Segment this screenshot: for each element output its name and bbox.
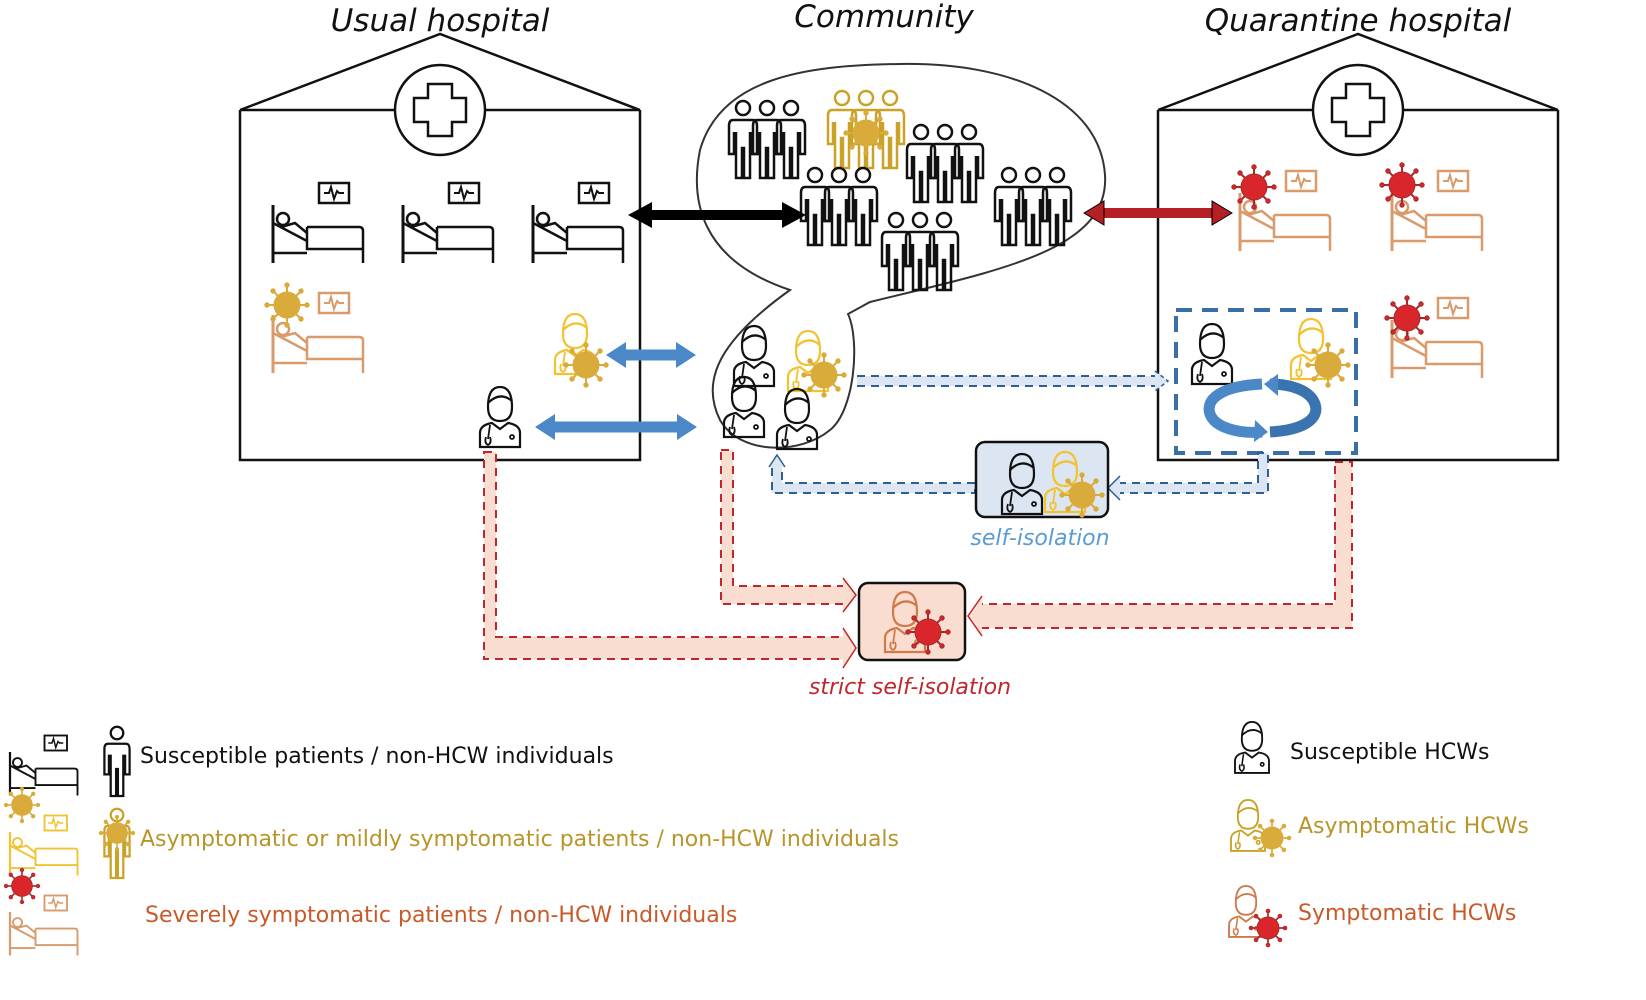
virus-gold-icon [562,341,610,389]
legend-bed-asymptomatic-icon [8,814,79,877]
virus-gold-icon [263,281,311,329]
virus-red-icon [1383,294,1431,342]
legend-item-susceptible: Susceptible patients / non-HCW individua… [140,744,614,769]
virus-red-icon [1230,163,1278,211]
legend-item-symptomatic-hcws: Symptomatic HCWs [1298,901,1516,926]
usual-hospital-to-strict-dashed-arrow [483,451,857,669]
usual-hospital-bed-2 [401,181,495,265]
usual-hospital-bed-1 [271,181,365,265]
community-group-3 [907,125,983,202]
legend-bed-susceptible-icon [8,734,79,797]
virus-red-icon [1378,161,1426,209]
virus-red-icon [904,608,952,656]
community-group-1 [729,101,805,178]
legend-left: Susceptible patients / non-HCW individua… [3,725,899,957]
virus-gold-icon [800,351,848,399]
legend-item-asymptomatic: Asymptomatic or mildly symptomatic patie… [140,827,899,852]
community-group-4 [801,168,877,245]
community-to-quarantine-dashed-arrow [857,370,1170,392]
legend-item-susceptible-hcws: Susceptible HCWs [1290,740,1489,765]
community-bubble [695,62,1107,449]
virus-red-icon [3,867,41,905]
rotation-cycle-icon [1203,374,1322,442]
community-group-6 [995,168,1071,245]
virus-gold-icon [3,786,41,824]
legend-right: Susceptible HCWs Asymptomatic HCWs Sympt… [1228,720,1529,948]
quarantine-to-self-isolation-dashed-arrow [1106,452,1269,501]
hcw-susceptible-icon [478,385,522,449]
community-title: Community [794,0,974,35]
quarantine-hcw-rotation-zone [1174,308,1358,455]
hcw-exchange-arrow-1 [606,342,696,368]
community-quarantine-arrow [1083,200,1233,226]
virus-gold-icon [1252,818,1292,858]
legend-person-susceptible-icon [103,725,131,798]
usual-hospital-building [238,32,642,462]
quarantine-to-strict-dashed-arrow [967,461,1353,637]
self-isolation-label: self-isolation [970,526,1109,551]
quarantine-hcw-susceptible [1190,322,1234,386]
virus-gold-icon [1304,341,1352,389]
usual-community-arrow [628,202,806,228]
legend-bed-symptomatic-icon [8,894,79,957]
legend-hcw-susceptible-icon [1234,720,1270,774]
usual-hospital-bed-3 [531,181,625,265]
legend-item-asymptomatic-hcws: Asymptomatic HCWs [1298,814,1529,839]
virus-gold-icon [98,814,136,852]
self-isolation-to-community-dashed-arrow [768,453,976,494]
community-group-5 [882,213,958,290]
hcw-exchange-arrow-2 [535,414,697,440]
community-to-strict-dashed-arrow [720,449,857,613]
community-hcw-3 [775,387,819,451]
legend-item-symptomatic: Severely symptomatic patients / non-HCW … [145,903,737,928]
virus-gold-icon [1058,471,1106,519]
virus-gold-icon [842,109,890,157]
strict-self-isolation-label: strict self-isolation [809,675,1011,700]
virus-red-icon [1248,908,1288,948]
